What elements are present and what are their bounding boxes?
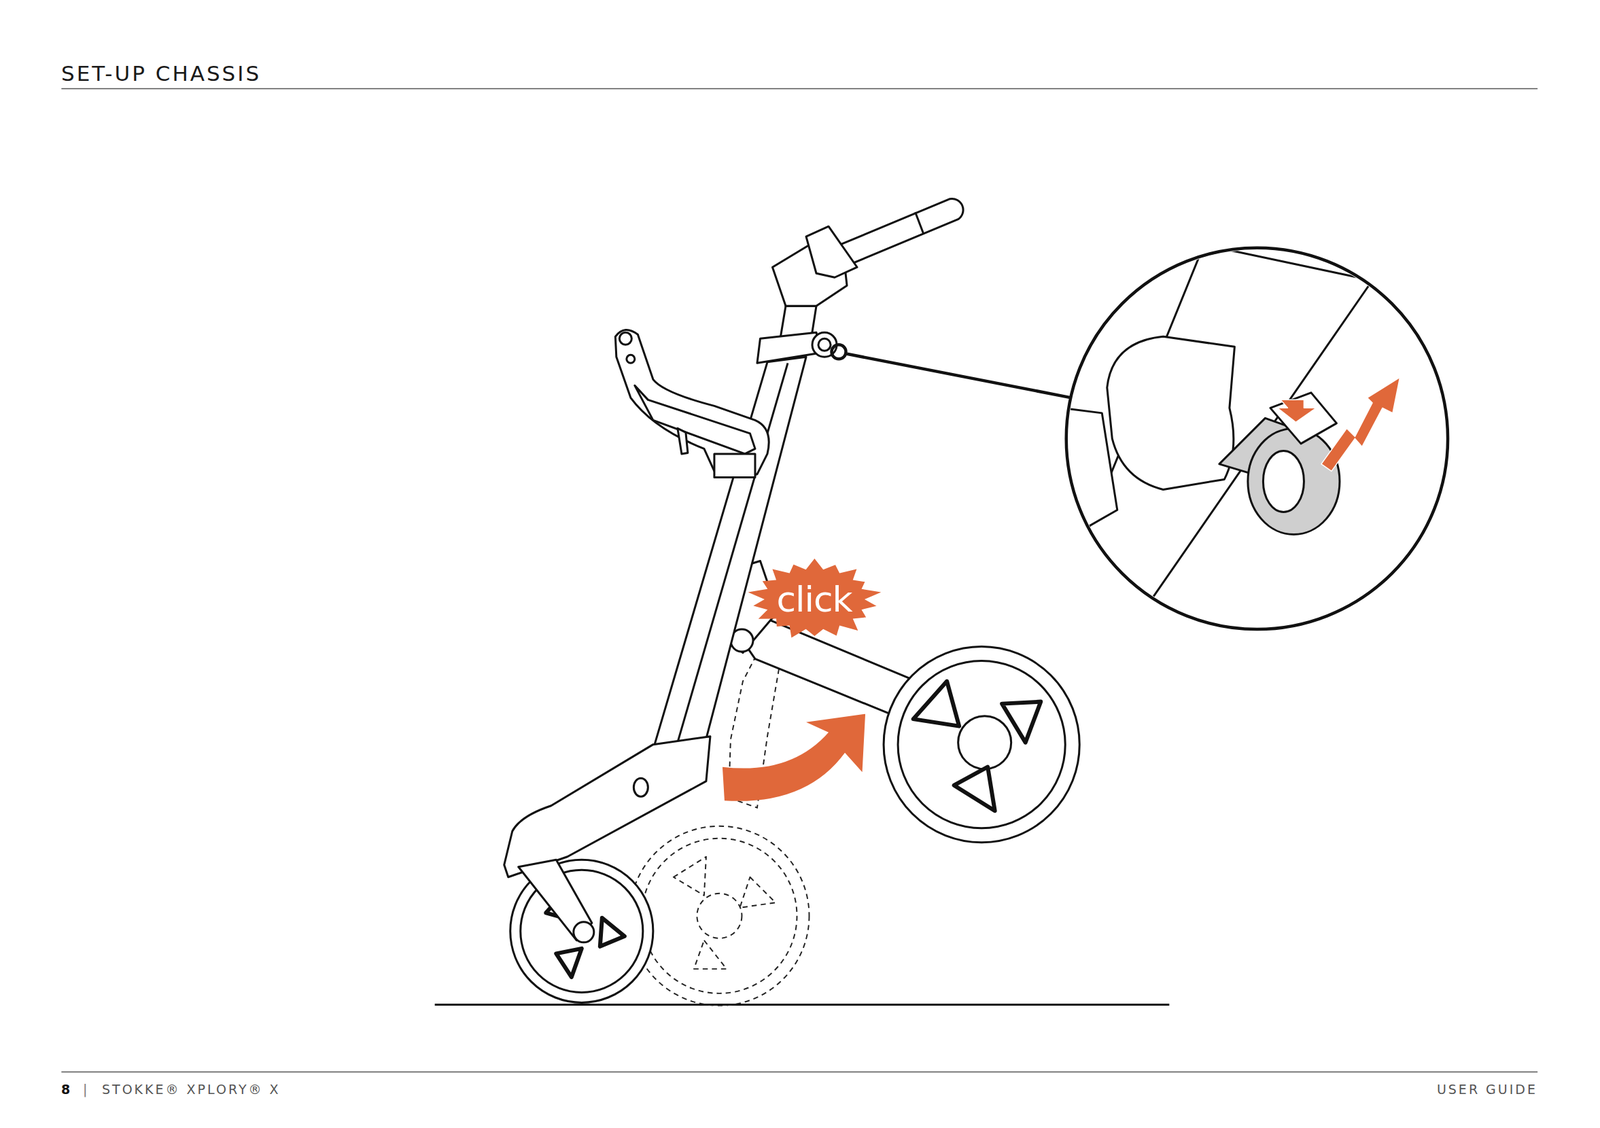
page-title: SET-UP CHASSIS [61,61,262,86]
folded-position-part [696,893,742,939]
front-wheel [510,859,654,1003]
folded-position-part [629,826,809,1006]
main-frame [653,305,837,750]
detail-circle-part-part [1247,428,1340,535]
chassis-base-part [633,778,648,797]
handlebar-part [806,226,858,278]
detail-circle-part [1050,244,1400,612]
folded-position-part [693,940,727,970]
ground-line-part [435,1003,1170,1006]
rear-wheel-part [883,647,1080,843]
rear-wheel-part [1001,702,1041,743]
front-wheel-part [555,948,582,978]
front-wheel-part [510,859,654,1003]
callout-leader-part [831,344,847,359]
guide-name: USER GUIDE [1436,1081,1538,1098]
bumper-bar-part [619,332,632,345]
detail-circle-part-part [1321,377,1401,472]
unfold-arrow [722,714,866,802]
bumper-bar-part [634,385,756,455]
front-wheel-part [600,918,625,947]
front-wheel-part [573,922,595,943]
bumper-bar [615,329,769,478]
handlebar-part [915,212,924,234]
folded-position-part [673,857,707,896]
detail-circle-part-part [1270,392,1337,444]
separator: | [82,1081,90,1098]
folded-position [629,647,809,1006]
detail-circle-part-part [1050,407,1118,531]
bumper-bar-part [615,329,769,474]
page-rules-part [61,88,1538,90]
rear-wheel [883,647,1080,843]
bumper-bar-part [677,428,688,455]
ground-line [435,1003,1170,1006]
detail-circle-part-part [1262,450,1304,512]
detail-circle-part-part [1107,336,1236,490]
click-starburst: click [746,558,883,641]
page-rules [61,89,1538,1073]
rear-wheel-part [958,716,1012,770]
detail-circle-part-part [1071,244,1373,612]
folded-position-part [641,838,797,994]
unfold-arrow-part [722,714,866,802]
rear-wheel-part [954,767,996,812]
bumper-bar-part [714,454,756,478]
page-rules-part [61,1071,1538,1074]
chassis-base [504,736,711,878]
detail-circle [1050,244,1448,630]
starburst-fill [747,558,881,638]
rear-wheel-part [913,681,960,727]
callout-leader [831,344,1072,398]
main-frame-part [818,338,831,351]
product-name: STOKKE® XPLORY® X [101,1081,281,1098]
node-text-group: click [776,579,852,620]
detail-circle-part-part [1277,399,1316,423]
rear-wheel-part [897,661,1066,829]
click-label: click [776,579,852,620]
main-frame-part [757,332,821,363]
callout-leader-part [846,354,1072,399]
bumper-bar-part [626,354,635,363]
handlebar [772,198,964,306]
page-number: 8 [61,1081,73,1098]
folded-position-part [739,877,776,909]
chassis-base-part [504,736,711,878]
